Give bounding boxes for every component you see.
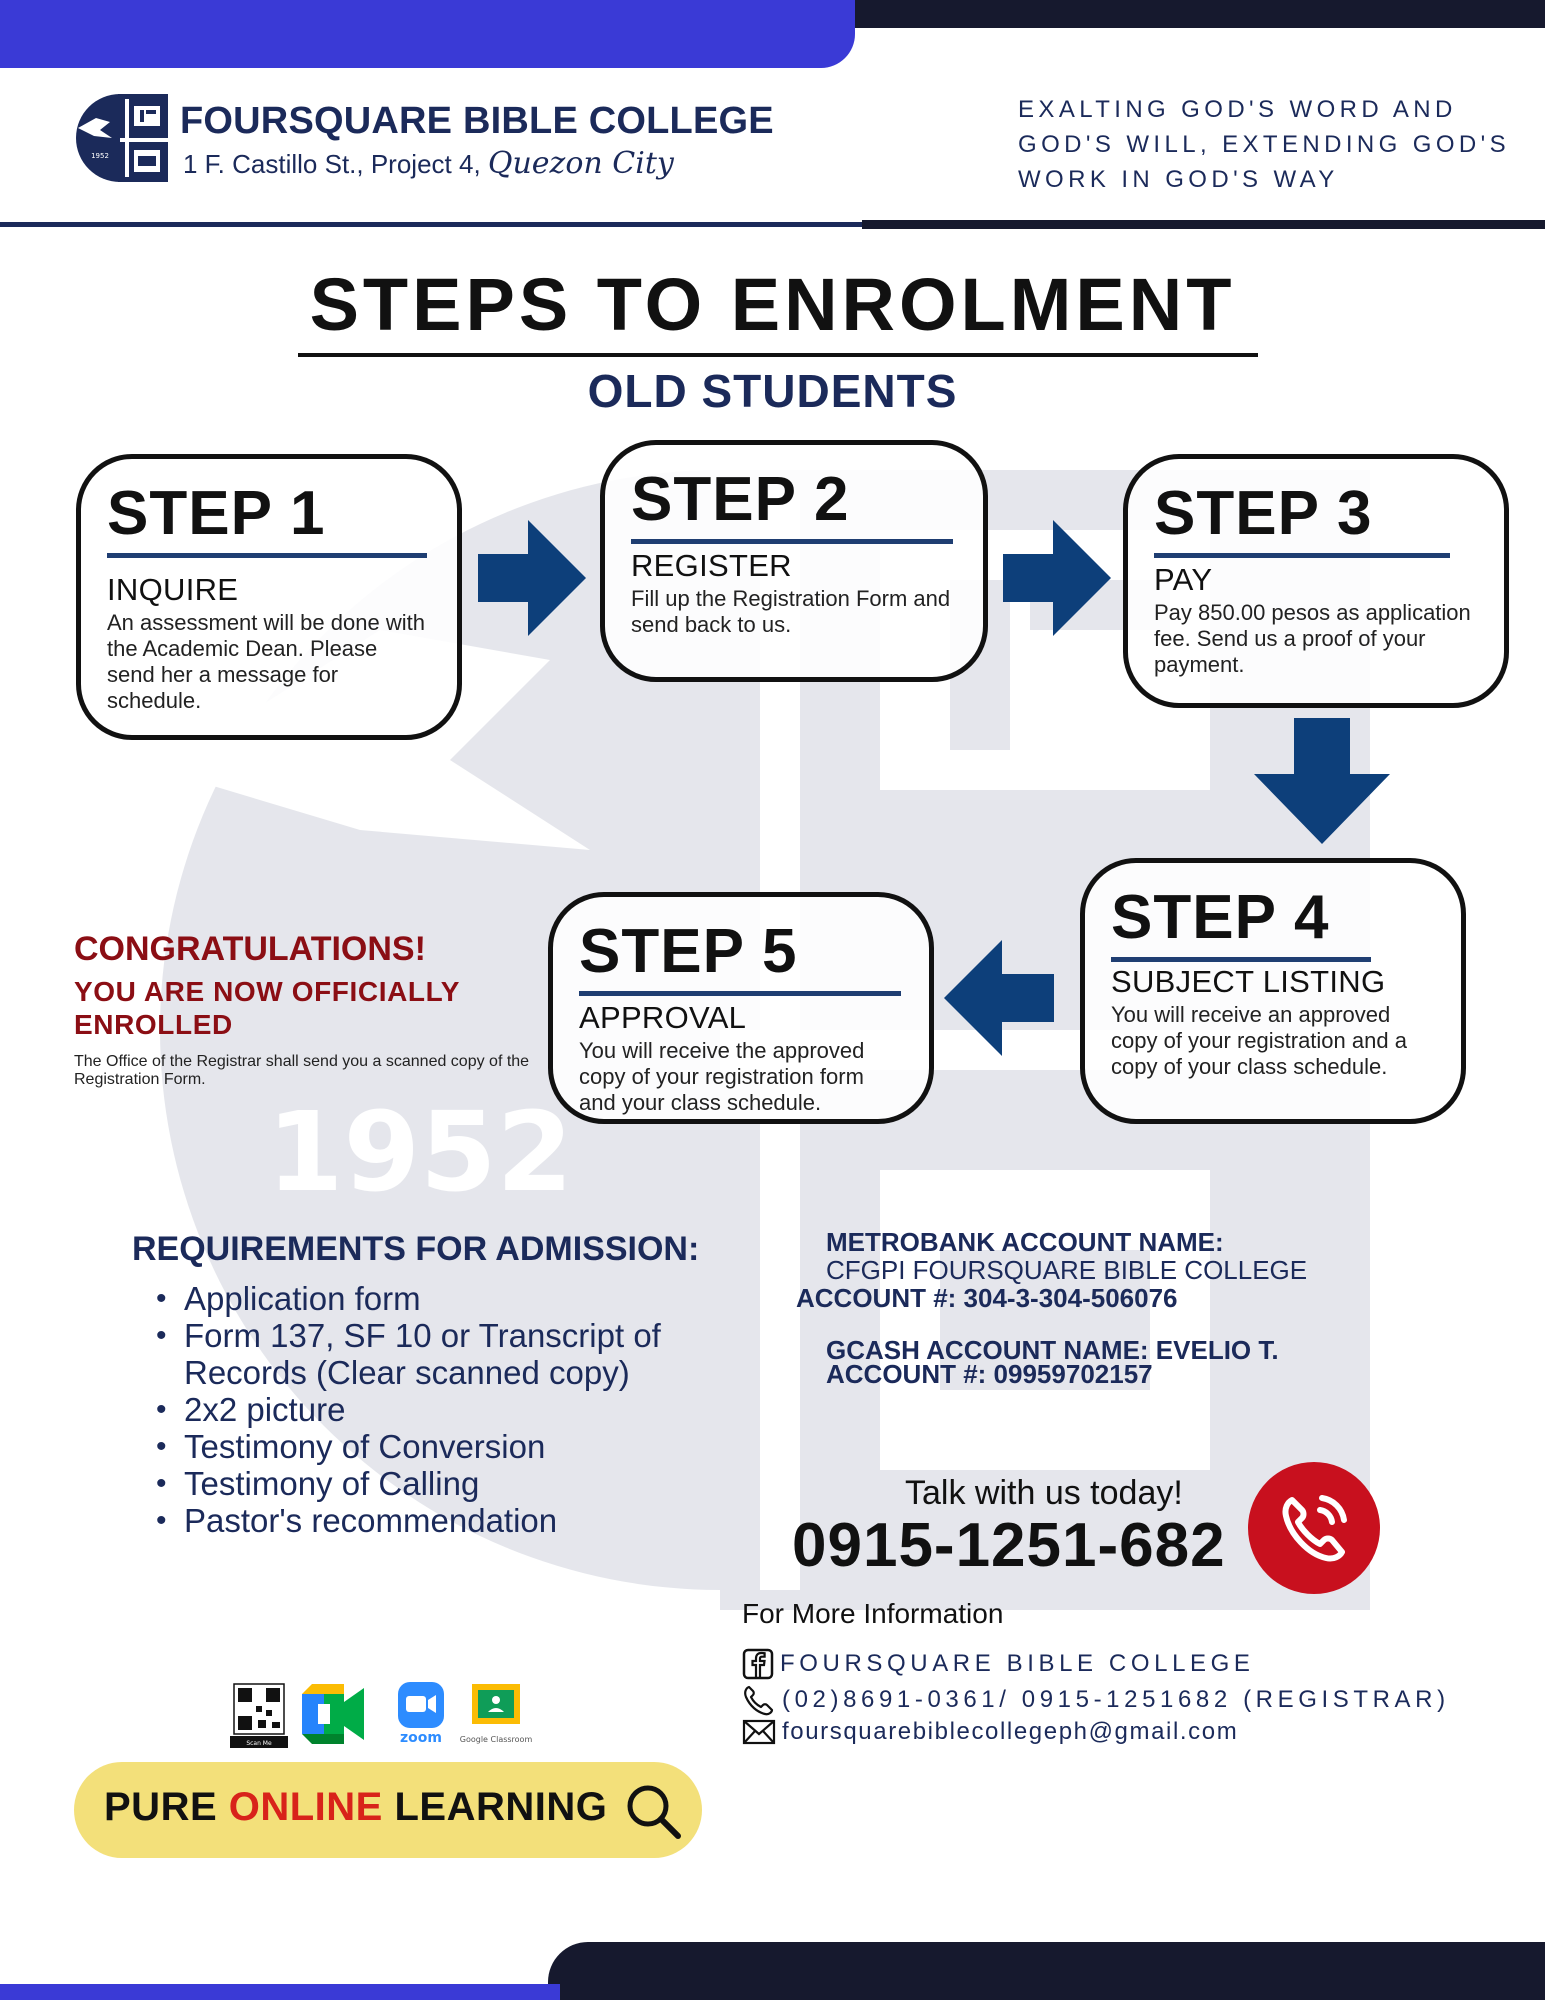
congrats-title: CONGRATULATIONS! xyxy=(74,930,426,968)
step-3-rule xyxy=(1154,553,1450,558)
requirement-item: Application form xyxy=(152,1280,712,1317)
step-1-rule xyxy=(107,553,427,558)
step-2-rule xyxy=(631,539,953,544)
congrats-note: The Office of the Registrar shall send y… xyxy=(74,1053,530,1088)
step-3-label: STEP 3 xyxy=(1154,479,1373,548)
bottom-accent-bar xyxy=(0,1984,560,2000)
gcash-label: GCASH ACCOUNT NAME: EVELIO T. xyxy=(826,1335,1279,1365)
zoom-label: zoom xyxy=(400,1730,442,1746)
google-meet-icon xyxy=(302,1684,364,1744)
watermark-year: 1952 xyxy=(267,1088,573,1216)
step-5-card: STEP 5 APPROVAL You will receive the app… xyxy=(548,892,934,1124)
email-icon xyxy=(742,1719,776,1745)
college-address: 1 F. Castillo St., Project 4, Quezon Cit… xyxy=(183,146,674,181)
telephone-icon xyxy=(744,1685,774,1716)
step-2-description: Fill up the Registration Form and send b… xyxy=(631,586,951,637)
congrats-block: CONGRATULATIONS! YOU ARE NOW OFFICIALLY … xyxy=(74,930,544,1089)
arrow-down-icon xyxy=(1254,718,1390,844)
step-1-card: STEP 1 INQUIRE An assessment will be don… xyxy=(76,454,462,740)
logo-year: 1952 xyxy=(91,152,109,160)
phone-call-icon[interactable] xyxy=(1248,1462,1380,1594)
phone-handset-icon xyxy=(1282,1495,1347,1562)
step-3-card: STEP 3 PAY Pay 850.00 pesos as applicati… xyxy=(1123,454,1509,708)
header-divider xyxy=(0,222,870,227)
step-4-label: STEP 4 xyxy=(1111,883,1330,952)
step-3-heading: PAY xyxy=(1154,562,1213,597)
step-5-rule xyxy=(579,991,901,996)
online-learning-text: PURE ONLINE LEARNING xyxy=(104,1785,607,1830)
arrow-left-icon xyxy=(944,940,1054,1056)
top-accent-bar xyxy=(0,0,855,68)
step-2-label: STEP 2 xyxy=(631,465,850,534)
zoom-icon: zoom xyxy=(398,1682,444,1746)
facebook-icon xyxy=(742,1648,774,1680)
google-classroom-icon: Google Classroom xyxy=(460,1684,533,1744)
requirement-item: 2x2 picture xyxy=(152,1391,712,1428)
address-street: 1 F. Castillo St., Project 4, xyxy=(183,149,488,179)
arrow-right-1-icon xyxy=(478,520,586,636)
step-4-heading: SUBJECT LISTING xyxy=(1111,964,1386,999)
metrobank-account: ACCOUNT #: 304-3-304-506076 xyxy=(796,1283,1178,1313)
requirement-item: Pastor's recommendation xyxy=(152,1502,712,1539)
step-4-rule xyxy=(1111,957,1371,962)
step-2-card: STEP 2 REGISTER Fill up the Registration… xyxy=(600,440,988,682)
college-logo: 1952 xyxy=(76,94,168,182)
requirements-title: REQUIREMENTS FOR ADMISSION: xyxy=(132,1230,700,1268)
step-5-label: STEP 5 xyxy=(579,917,798,986)
top-dark-bar xyxy=(855,0,1545,28)
arrow-right-2-icon xyxy=(1003,520,1111,636)
classroom-label: Google Classroom xyxy=(460,1735,533,1744)
header-divider-thick xyxy=(862,220,1545,229)
hotline-number[interactable]: 0915-1251-682 xyxy=(792,1511,1226,1580)
online-pre: PURE xyxy=(104,1785,229,1829)
gcash-account: ACCOUNT #: 09959702157 xyxy=(826,1359,1153,1389)
congrats-subtitle: YOU ARE NOW OFFICIALLY ENROLLED xyxy=(74,976,460,1040)
more-info-label: For More Information xyxy=(742,1598,1004,1629)
qr-caption: Scan Me xyxy=(246,1740,272,1747)
online-highlight: ONLINE xyxy=(228,1785,383,1829)
metrobank-label: METROBANK ACCOUNT NAME: xyxy=(826,1227,1224,1257)
metrobank-name: CFGPI FOURSQUARE BIBLE COLLEGE xyxy=(826,1256,1307,1284)
title-underline xyxy=(298,353,1258,357)
online-post: LEARNING xyxy=(382,1785,608,1829)
step-4-description: You will receive an approved copy of you… xyxy=(1111,1002,1407,1079)
bottom-dark-bar xyxy=(548,1942,1545,2000)
page-title: STEPS TO ENROLMENT xyxy=(309,263,1236,346)
online-platform-icons: Scan Me zoom Google Classroom xyxy=(230,1682,533,1748)
step-2-heading: REGISTER xyxy=(631,548,792,583)
step-5-description: You will receive the approved copy of yo… xyxy=(579,1038,865,1115)
step-1-heading: INQUIRE xyxy=(107,572,239,607)
requirement-item: Testimony of Calling xyxy=(152,1465,712,1502)
facebook-name: FOURSQUARE BIBLE COLLEGE xyxy=(780,1650,1255,1677)
phone-contact[interactable]: (02)8691-0361/ 0915-1251682 (REGISTRAR) xyxy=(742,1684,1450,1716)
phone-numbers: (02)8691-0361/ 0915-1251682 (REGISTRAR) xyxy=(782,1686,1450,1713)
email-address: foursquarebiblecollegeph@gmail.com xyxy=(782,1718,1239,1745)
tagline: EXALTING GOD'S WORD AND GOD'S WILL, EXTE… xyxy=(1018,96,1511,193)
step-3-description: Pay 850.00 pesos as application fee. Sen… xyxy=(1154,600,1471,677)
qr-code-icon: Scan Me xyxy=(230,1683,288,1748)
address-city: Quezon City xyxy=(487,146,674,181)
college-name: FOURSQUARE BIBLE COLLEGE xyxy=(180,100,774,142)
requirement-item: Testimony of Conversion xyxy=(152,1428,712,1465)
facebook-contact[interactable]: FOURSQUARE BIBLE COLLEGE xyxy=(742,1648,1255,1680)
step-5-heading: APPROVAL xyxy=(579,1000,747,1035)
step-4-card: STEP 4 SUBJECT LISTING You will receive … xyxy=(1080,858,1466,1124)
page-subtitle: OLD STUDENTS xyxy=(587,365,958,417)
requirement-item: Form 137, SF 10 or Transcript of Records… xyxy=(152,1317,712,1391)
talk-with-us: Talk with us today! xyxy=(905,1474,1183,1512)
metrobank-name-text: CFGPI FOURSQUARE BIBLE COLLEGE xyxy=(826,1255,1308,1285)
requirements-list: Application form Form 137, SF 10 or Tran… xyxy=(152,1280,712,1539)
step-1-description: An assessment will be done with the Acad… xyxy=(107,610,425,713)
online-learning-banner xyxy=(74,1762,702,1858)
email-contact[interactable]: foursquarebiblecollegeph@gmail.com xyxy=(742,1718,1238,1746)
search-icon xyxy=(627,1785,681,1839)
step-1-label: STEP 1 xyxy=(107,479,326,548)
